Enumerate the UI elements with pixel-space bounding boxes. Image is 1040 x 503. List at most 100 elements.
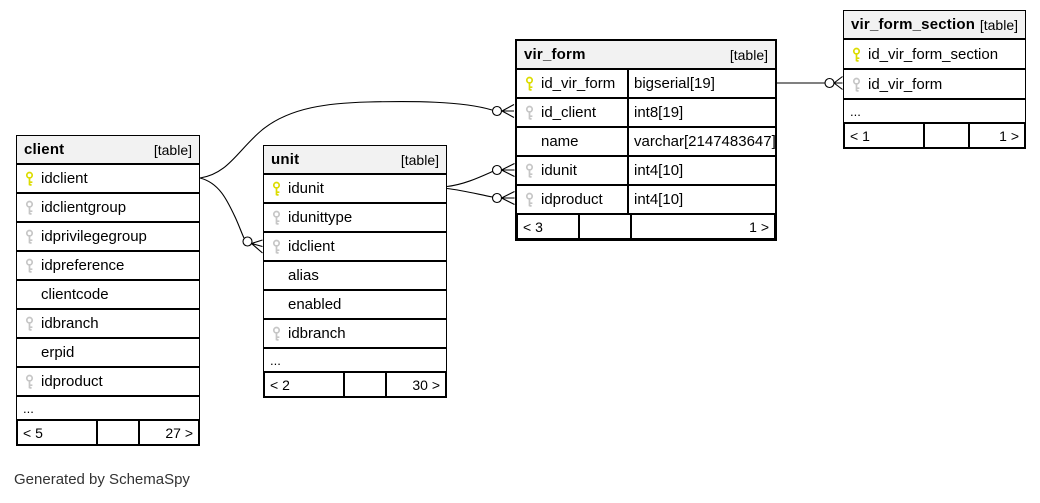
foreign-key-icon (844, 77, 868, 92)
column-name: id_vir_form_section (868, 45, 999, 63)
foreign-key-icon (517, 192, 541, 207)
foreign-key-icon (517, 105, 541, 120)
table-type-badge: [table] (400, 151, 439, 168)
zero-circle-marker (242, 236, 253, 247)
foreign-key-icon (17, 229, 41, 244)
column-name: idunit (288, 180, 324, 197)
table-title: unit (271, 151, 300, 168)
footer-right-count: 27 > (139, 420, 199, 445)
column-rows: idunit idunittype idclient alias enabled idbr… (264, 174, 446, 372)
foreign-key-icon (264, 326, 288, 341)
column-row-id_vir_form_section: id_vir_form_section (844, 39, 1025, 69)
crow-foot-marker (501, 104, 515, 118)
column-row-id_vir_form: id_vir_form bigserial[19] (517, 69, 775, 98)
column-row-idproduct: idproduct (17, 367, 199, 396)
column-row-alias: alias (264, 261, 446, 290)
column-row-idbranch: idbranch (17, 309, 199, 338)
column-name: idproduct (541, 191, 603, 208)
column-name: idbranch (41, 315, 99, 332)
column-row-id_client: id_client int8[19] (517, 98, 775, 127)
column-name: name (541, 133, 579, 150)
column-row-idpreference: idpreference (17, 251, 199, 280)
foreign-key-icon (517, 163, 541, 178)
table-header: unit [table] (264, 146, 446, 174)
column-row-idunit: idunit int4[10] (517, 156, 775, 185)
foreign-key-icon (17, 316, 41, 331)
table-title: vir_form (524, 46, 586, 63)
crow-foot-marker (833, 76, 843, 90)
column-row-idclient: idclient (264, 232, 446, 261)
column-name: idclientgroup (41, 199, 127, 216)
table-header: client [table] (17, 136, 199, 164)
zero-circle-marker (491, 192, 503, 204)
footer-left-count: < 3 (517, 214, 579, 239)
column-row-enabled: enabled (264, 290, 446, 319)
column-name: idprivilegegroup (41, 228, 147, 245)
column-type: bigserial[19] (628, 70, 775, 97)
table-node-unit[interactable]: unit [table] idunit idunittype idclient ali… (263, 145, 447, 398)
column-rows: id_vir_form bigserial[19] id_client int8[19… (517, 69, 776, 214)
crow-foot-marker (251, 239, 263, 254)
table-type-badge: [table] (153, 141, 192, 158)
column-row-idclientgroup: idclientgroup (17, 193, 199, 222)
column-name: idunittype (288, 209, 353, 226)
primary-key-icon (517, 76, 541, 91)
column-name: idbranch (288, 325, 346, 342)
column-type: varchar[2147483647] (628, 128, 776, 155)
hidden-columns-ellipsis: ... (264, 348, 446, 372)
table-node-client[interactable]: client [table] idclient idclientgroup idpr… (16, 135, 200, 446)
generator-credit: Generated by SchemaSpy (14, 471, 190, 488)
column-name: idpreference (41, 257, 125, 274)
table-title: client (24, 141, 65, 158)
column-name: id_vir_form (541, 75, 616, 92)
footer-middle-cell (344, 372, 386, 397)
column-row-erpid: erpid (17, 338, 199, 367)
footer-middle-cell (924, 123, 969, 148)
column-name: idclient (41, 170, 88, 187)
footer-right-count: 1 > (969, 123, 1025, 148)
column-name: idproduct (41, 373, 103, 390)
table-type-badge: [table] (979, 16, 1018, 33)
column-row-name: name varchar[2147483647] (517, 127, 776, 156)
hidden-columns-ellipsis: ... (17, 396, 199, 420)
column-type: int4[10] (628, 157, 775, 184)
column-row-idunittype: idunittype (264, 203, 446, 232)
table-node-vir-form-section[interactable]: vir_form_section [table] id_vir_form_sec… (843, 10, 1026, 149)
column-name: alias (288, 267, 319, 284)
column-name: enabled (288, 296, 342, 313)
crow-foot-marker (501, 191, 515, 205)
foreign-key-icon (264, 239, 288, 254)
zero-circle-marker (824, 77, 835, 89)
relationship-client-idclient-to-unit-idclient (199, 177, 263, 254)
column-row-idproduct: idproduct int4[10] (517, 185, 775, 214)
table-header: vir_form_section [table] (844, 11, 1025, 39)
column-row-idunit: idunit (264, 174, 446, 203)
footer-middle-cell (579, 214, 631, 239)
primary-key-icon (17, 171, 41, 186)
column-type: int4[10] (628, 186, 775, 213)
primary-key-icon (844, 47, 868, 62)
relationship-vir_form-id_vir_form-to-vir_form_section-id_vir_form (777, 76, 843, 90)
primary-key-icon (264, 181, 288, 196)
column-name: id_client (541, 104, 597, 121)
relationship-unit-idunit-to-vir_form-idunit (446, 163, 515, 188)
hidden-columns-ellipsis: ... (844, 99, 1025, 123)
column-rows: idclient idclientgroup idprivilegegroup idp… (17, 164, 199, 420)
foreign-key-icon (17, 200, 41, 215)
column-row-idbranch: idbranch (264, 319, 446, 348)
footer-left-count: < 1 (844, 123, 924, 148)
footer-middle-cell (97, 420, 139, 445)
column-row-idprivilegegroup: idprivilegegroup (17, 222, 199, 251)
table-title: vir_form_section (851, 16, 976, 33)
footer-right-count: 30 > (386, 372, 446, 397)
column-type: int8[19] (628, 99, 775, 126)
relationship-unit-idunit-to-vir_form-idproduct (446, 187, 515, 205)
column-name: idclient (288, 238, 335, 255)
zero-circle-marker (491, 164, 503, 176)
column-name: idunit (541, 162, 577, 179)
column-row-idclient: idclient (17, 164, 199, 193)
